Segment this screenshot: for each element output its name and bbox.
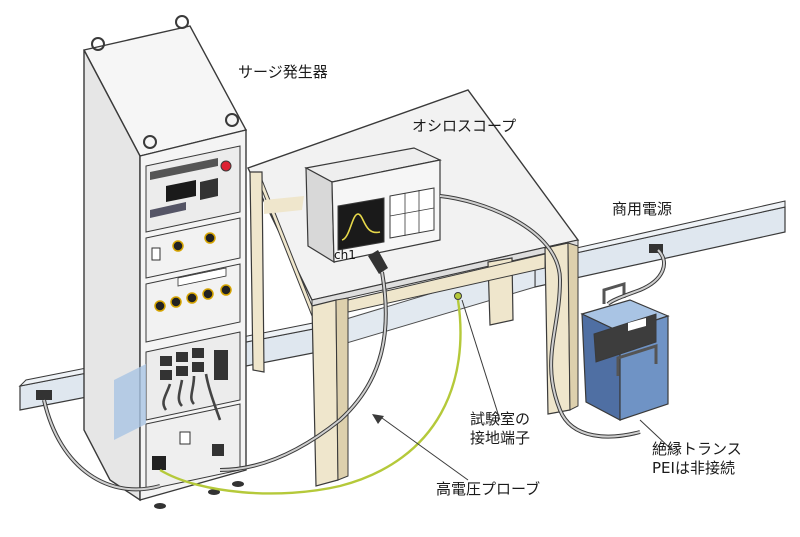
wall-outlet-left: [36, 390, 52, 400]
ground-terminal: [454, 292, 462, 300]
label-isolation-transformer: 絶縁トランス PEIは非接続: [652, 440, 742, 478]
label-power-source: 商用電源: [612, 200, 673, 218]
label-ground-terminal-line1: 試験室の: [470, 410, 531, 428]
label-hv-probe: 高電圧プローブ: [436, 480, 541, 498]
isolation-transformer: [580, 281, 670, 421]
label-isolation-line1: 絶縁トランス: [652, 440, 742, 458]
leader-lines: [381, 299, 673, 481]
surge-generator: [82, 15, 248, 509]
label-isolation-line2: PEIは非接続: [652, 459, 735, 477]
rack-cables: [162, 373, 222, 421]
probe-head: [368, 250, 388, 274]
channel-label: ch1: [334, 248, 356, 262]
label-ground-terminal-line2: 接地端子: [470, 429, 531, 447]
label-ground-terminal: 試験室の 接地端子: [470, 410, 530, 448]
oscilloscope: [304, 147, 442, 264]
label-surge-generator: サージ発生器: [238, 63, 328, 81]
translucent-panel: [114, 364, 146, 440]
wall-outlet-right: [649, 244, 663, 253]
label-oscilloscope: オシロスコープ: [412, 117, 517, 135]
ground-wire: [159, 299, 462, 495]
leader-arrowhead: [372, 414, 384, 424]
